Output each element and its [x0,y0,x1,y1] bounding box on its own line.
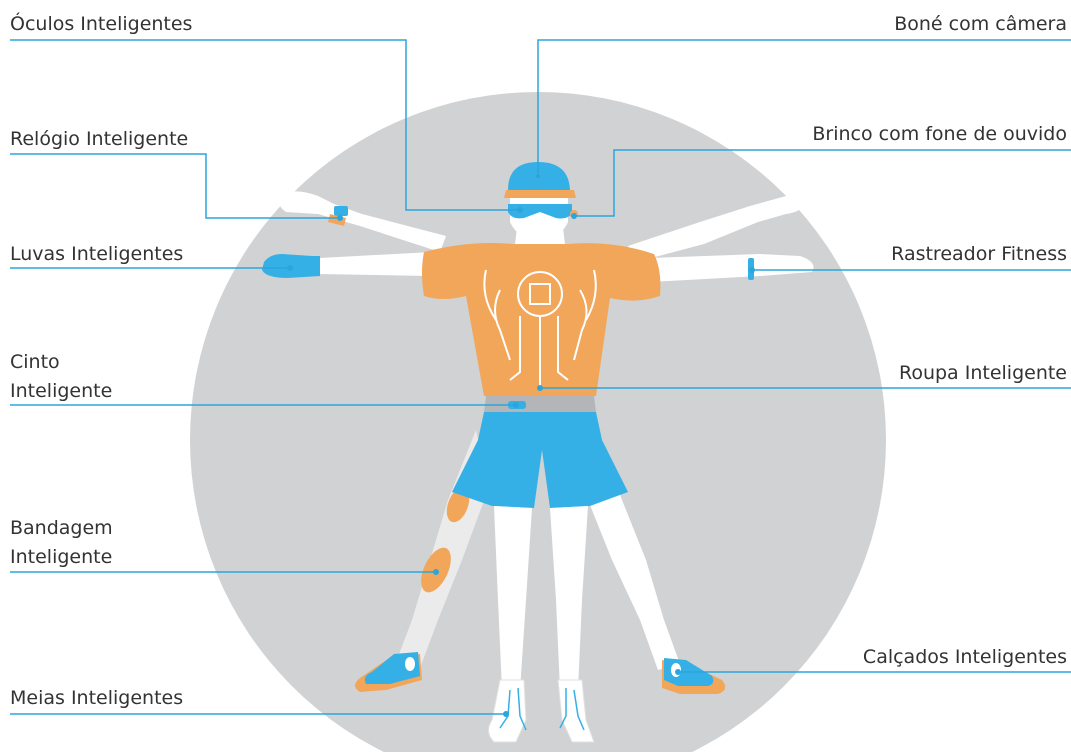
label-smart-bandage: Bandagem Inteligente [10,516,113,570]
label-text: Brinco com fone de ouvido [812,122,1067,147]
label-text: Inteligente [10,379,112,404]
label-text: Inteligente [10,545,113,570]
label-text: Cinto [10,350,112,375]
label-camera-cap: Boné com câmera [894,12,1067,37]
waistband [484,396,596,412]
label-smart-shoes: Calçados Inteligentes [863,645,1067,670]
label-text: Meias Inteligentes [10,686,183,711]
shoe-sensor [405,657,415,671]
label-text: Rastreador Fitness [891,242,1067,267]
label-text: Bandagem [10,516,113,541]
label-smart-socks: Meias Inteligentes [10,686,183,711]
label-smart-gloves: Luvas Inteligentes [10,242,183,267]
label-text: Calçados Inteligentes [863,645,1067,670]
label-smart-clothing: Roupa Inteligente [899,361,1067,386]
label-text: Óculos Inteligentes [10,12,192,37]
label-earphone-earring: Brinco com fone de ouvido [812,122,1067,147]
label-fitness-tracker: Rastreador Fitness [891,242,1067,267]
label-text: Luvas Inteligentes [10,242,183,267]
label-smart-belt: Cinto Inteligente [10,350,112,404]
label-text: Relógio Inteligente [10,127,188,152]
smart-watch [334,206,348,216]
label-smart-watch: Relógio Inteligente [10,127,188,152]
label-text: Roupa Inteligente [899,361,1067,386]
label-text: Boné com câmera [894,12,1067,37]
label-smart-glasses: Óculos Inteligentes [10,12,192,37]
smart-cap-brim [504,190,576,198]
